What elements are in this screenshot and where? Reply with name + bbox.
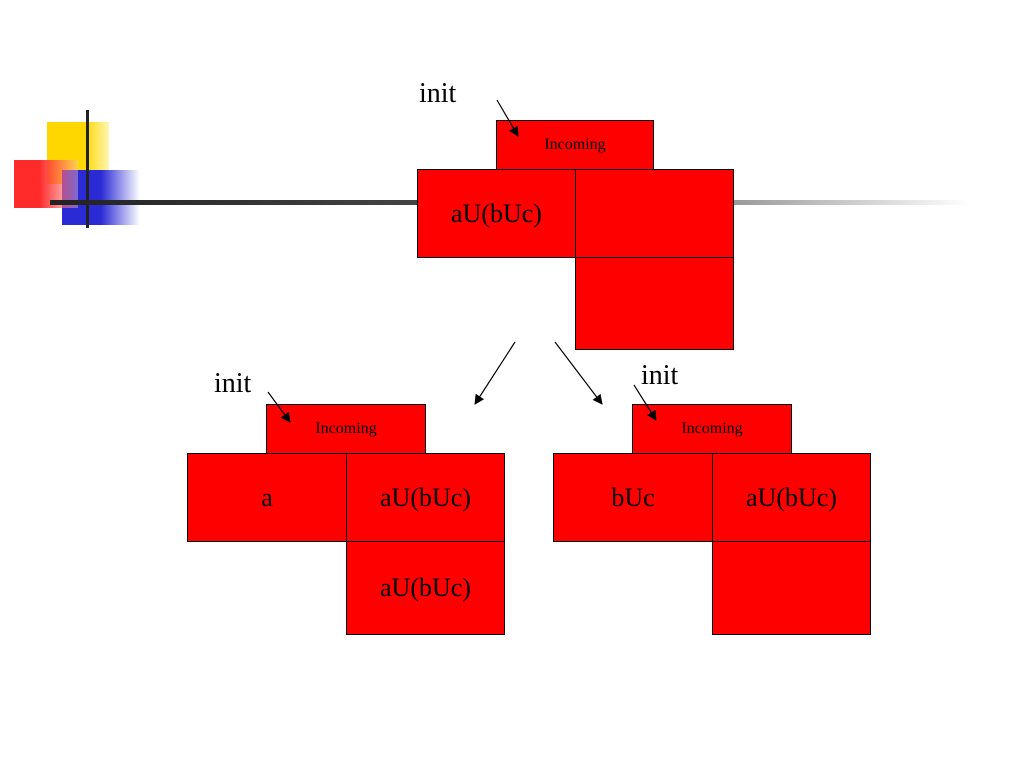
right-left-cell: bUc [553, 453, 713, 542]
deco-vertical-line [86, 110, 89, 228]
left-bottom-cell: aU(bUc) [346, 541, 505, 635]
right-right-cell: aU(bUc) [712, 453, 871, 542]
left-init-label: init [214, 368, 252, 399]
right-init-arrow [633, 384, 657, 421]
top-left-cell: aU(bUc) [417, 169, 576, 258]
right-init-label: init [641, 360, 679, 391]
branch-left-arrow [474, 341, 516, 405]
right-incoming-box: Incoming [632, 404, 792, 454]
right-bottom-cell [712, 541, 871, 635]
branch-right-arrow [554, 341, 603, 405]
left-left-cell: a [187, 453, 347, 542]
top-init-label: init [419, 78, 457, 109]
top-bottom-cell [575, 257, 734, 350]
top-init-arrow [496, 99, 519, 137]
left-init-arrow [267, 391, 291, 423]
top-right-cell [575, 169, 734, 258]
left-right-cell: aU(bUc) [346, 453, 505, 542]
left-incoming-box: Incoming [266, 404, 426, 454]
